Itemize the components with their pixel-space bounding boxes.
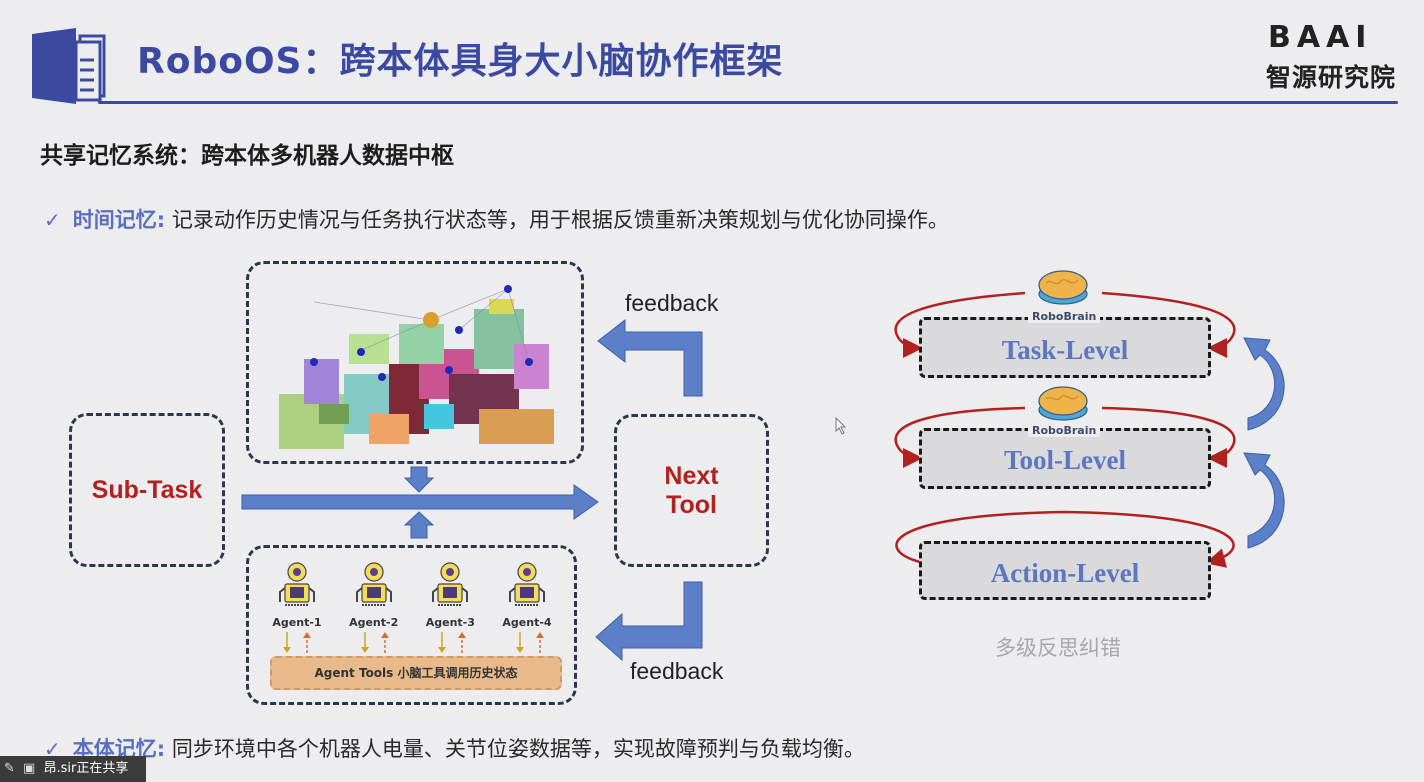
agent-item: Agent-4 bbox=[492, 562, 562, 629]
action-level-label: Action-Level bbox=[990, 558, 1140, 588]
task-level-box: Task-Level bbox=[919, 317, 1211, 378]
agents-row: Agent-1 Agent-2 Agent-3 Agent-4 bbox=[262, 562, 562, 629]
bullet-keyword: 时间记忆: bbox=[72, 208, 166, 232]
task-loop-left bbox=[894, 291, 1026, 358]
tool-loop-right bbox=[1101, 406, 1236, 468]
page-title: RoboOS：跨本体具身大小脑协作框架 bbox=[137, 41, 784, 82]
main-right-arrow-icon bbox=[241, 484, 599, 520]
robobrain-brain-icon bbox=[1038, 270, 1088, 305]
scene-graph-box bbox=[246, 261, 584, 464]
agent-label: Agent-2 bbox=[349, 616, 399, 629]
robobrain-label: RoboBrain bbox=[1028, 310, 1101, 323]
tool-level-label: Tool-Level bbox=[1003, 445, 1126, 475]
agent-label: Agent-4 bbox=[502, 616, 552, 629]
agent-item: Agent-2 bbox=[339, 562, 409, 629]
tool-loop-left bbox=[894, 406, 1026, 468]
task-loop-right bbox=[1101, 291, 1236, 358]
mouse-cursor-icon bbox=[835, 417, 847, 435]
baai-logo: BAAI bbox=[1268, 20, 1373, 55]
robobrain-brain-icon bbox=[1038, 386, 1088, 421]
action-loop bbox=[895, 510, 1235, 568]
agent-label: Agent-1 bbox=[272, 616, 322, 629]
action-level-box: Action-Level bbox=[919, 541, 1211, 600]
agent-tools-bar: Agent Tools 小脑工具调用历史状态 bbox=[270, 656, 562, 690]
agent-item: Agent-3 bbox=[415, 562, 485, 629]
robot-icon bbox=[432, 562, 469, 606]
robot-icon bbox=[508, 562, 545, 606]
agent-item: Agent-1 bbox=[262, 562, 332, 629]
feedback-top-arrow-icon bbox=[597, 318, 703, 397]
check-icon: ✓ bbox=[44, 208, 61, 232]
agent-arrow-pair bbox=[283, 632, 311, 653]
scene-graph-image bbox=[279, 285, 554, 449]
reflection-caption: 多级反思纠错 bbox=[995, 636, 1121, 660]
bullet-text: 记录动作历史情况与任务执行状态等，用于根据反馈重新决策规划与优化协同操作。 bbox=[171, 208, 949, 232]
feedback-bottom-label: feedback bbox=[630, 658, 724, 684]
agent-arrow-pair bbox=[361, 632, 389, 653]
feedback-bottom-arrow-icon bbox=[595, 581, 703, 662]
sub-task-label: Sub-Task bbox=[91, 475, 203, 504]
agent-arrow-pair bbox=[438, 632, 466, 653]
sub-task-box: Sub-Task bbox=[69, 413, 225, 567]
down-arrow-icon bbox=[403, 466, 435, 493]
robot-icon bbox=[355, 562, 392, 606]
next-tool-label-line2: Tool bbox=[666, 490, 717, 519]
escalate-arrow-lower-icon bbox=[1243, 452, 1285, 549]
next-tool-label-line1: Next bbox=[664, 461, 719, 490]
bullet-temporal-memory: ✓ 时间记忆: 记录动作历史情况与任务执行状态等，用于根据反馈重新决策规划与优化协… bbox=[44, 204, 949, 234]
title-divider bbox=[98, 101, 1398, 104]
robot-icon bbox=[279, 562, 315, 606]
agent-label: Agent-3 bbox=[425, 616, 475, 629]
share-screen-icon: ▣ bbox=[23, 761, 36, 776]
baai-logo-cn: 智源研究院 bbox=[1266, 63, 1397, 92]
bullet-text: 同步环境中各个机器人电量、关节位姿数据等，实现故障预判与负载均衡。 bbox=[171, 737, 865, 761]
tool-level-box: Tool-Level bbox=[919, 428, 1211, 489]
up-arrow-icon bbox=[403, 511, 435, 539]
flow-arrows bbox=[241, 318, 703, 662]
task-level-label: Task-Level bbox=[1001, 335, 1129, 365]
next-tool-box: Next Tool bbox=[614, 414, 769, 567]
escalate-arrow-upper-icon bbox=[1243, 337, 1285, 431]
share-status-text: 昂.sir正在共享 bbox=[43, 761, 129, 776]
agent-tool-arrows bbox=[283, 632, 544, 653]
share-pen-icon: ✎ bbox=[4, 761, 15, 776]
agent-arrow-pair bbox=[516, 632, 544, 653]
robobrain-label: RoboBrain bbox=[1028, 424, 1101, 437]
agents-box bbox=[246, 545, 577, 705]
section-subheading: 共享记忆系统：跨本体多机器人数据中枢 bbox=[40, 143, 454, 169]
feedback-top-label: feedback bbox=[625, 290, 719, 316]
bullet-embodiment-memory: ✓本体记忆: 同步环境中各个机器人电量、关节位姿数据等，实现故障预判与负载均衡。 bbox=[44, 733, 865, 763]
check-icon: ✓ bbox=[44, 737, 61, 761]
header-doc-icon bbox=[30, 26, 110, 108]
reflection-loops bbox=[894, 291, 1285, 568]
screen-share-indicator[interactable]: ✎ ▣ 昂.sir正在共享 bbox=[0, 756, 146, 782]
